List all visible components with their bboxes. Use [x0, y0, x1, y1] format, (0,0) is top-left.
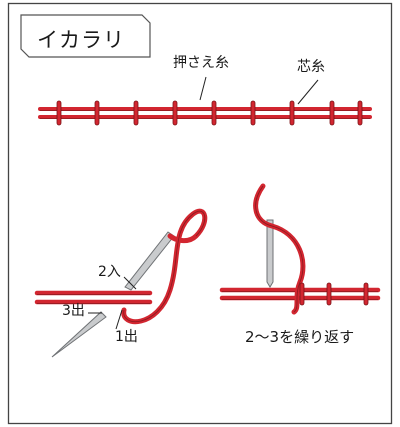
leader-step-2	[123, 276, 137, 290]
couching-stitch	[94, 100, 100, 126]
couching-stitch	[363, 282, 369, 306]
couching-stitch	[357, 100, 363, 126]
working-thread-right	[253, 183, 306, 315]
working-thread-loop	[121, 208, 208, 325]
needle-vertical	[266, 219, 274, 288]
couching-stitch	[329, 100, 335, 126]
working-thread-right-edge	[255, 185, 304, 313]
leader-core-thread	[297, 79, 319, 105]
step-left-assembly	[34, 208, 208, 358]
label-holding-thread: 押さえ糸	[173, 55, 229, 71]
label-step-2-in: 2入	[98, 264, 121, 280]
couching-stitch	[250, 100, 256, 126]
leader-holding-thread	[199, 76, 207, 101]
needle-upper	[124, 231, 175, 291]
couching-stitch	[211, 100, 217, 126]
label-step-1-out: 1出	[115, 329, 138, 345]
outer-frame	[7, 2, 393, 425]
label-repeat-note: 2〜3を繰り返す	[245, 328, 355, 346]
couching-stitches	[56, 100, 363, 126]
couching-stitch	[56, 100, 62, 126]
step-right-assembly	[219, 183, 381, 315]
couching-stitch	[133, 100, 139, 126]
couching-stitch	[172, 100, 178, 126]
couching-stitch	[299, 282, 305, 306]
page-title: イカラリ	[37, 28, 125, 52]
working-thread-loop-edge	[123, 210, 206, 323]
needle-lower	[51, 311, 107, 358]
leader-step-1	[115, 309, 123, 330]
couching-stitch	[326, 282, 332, 306]
label-step-3-out: 3出	[62, 303, 85, 319]
title-tab-border	[20, 14, 151, 58]
label-core-thread: 芯糸	[297, 59, 325, 75]
core-thread-left-shade	[37, 294, 150, 304]
top-thread-assembly	[38, 76, 372, 126]
couching-stitch	[289, 100, 295, 126]
